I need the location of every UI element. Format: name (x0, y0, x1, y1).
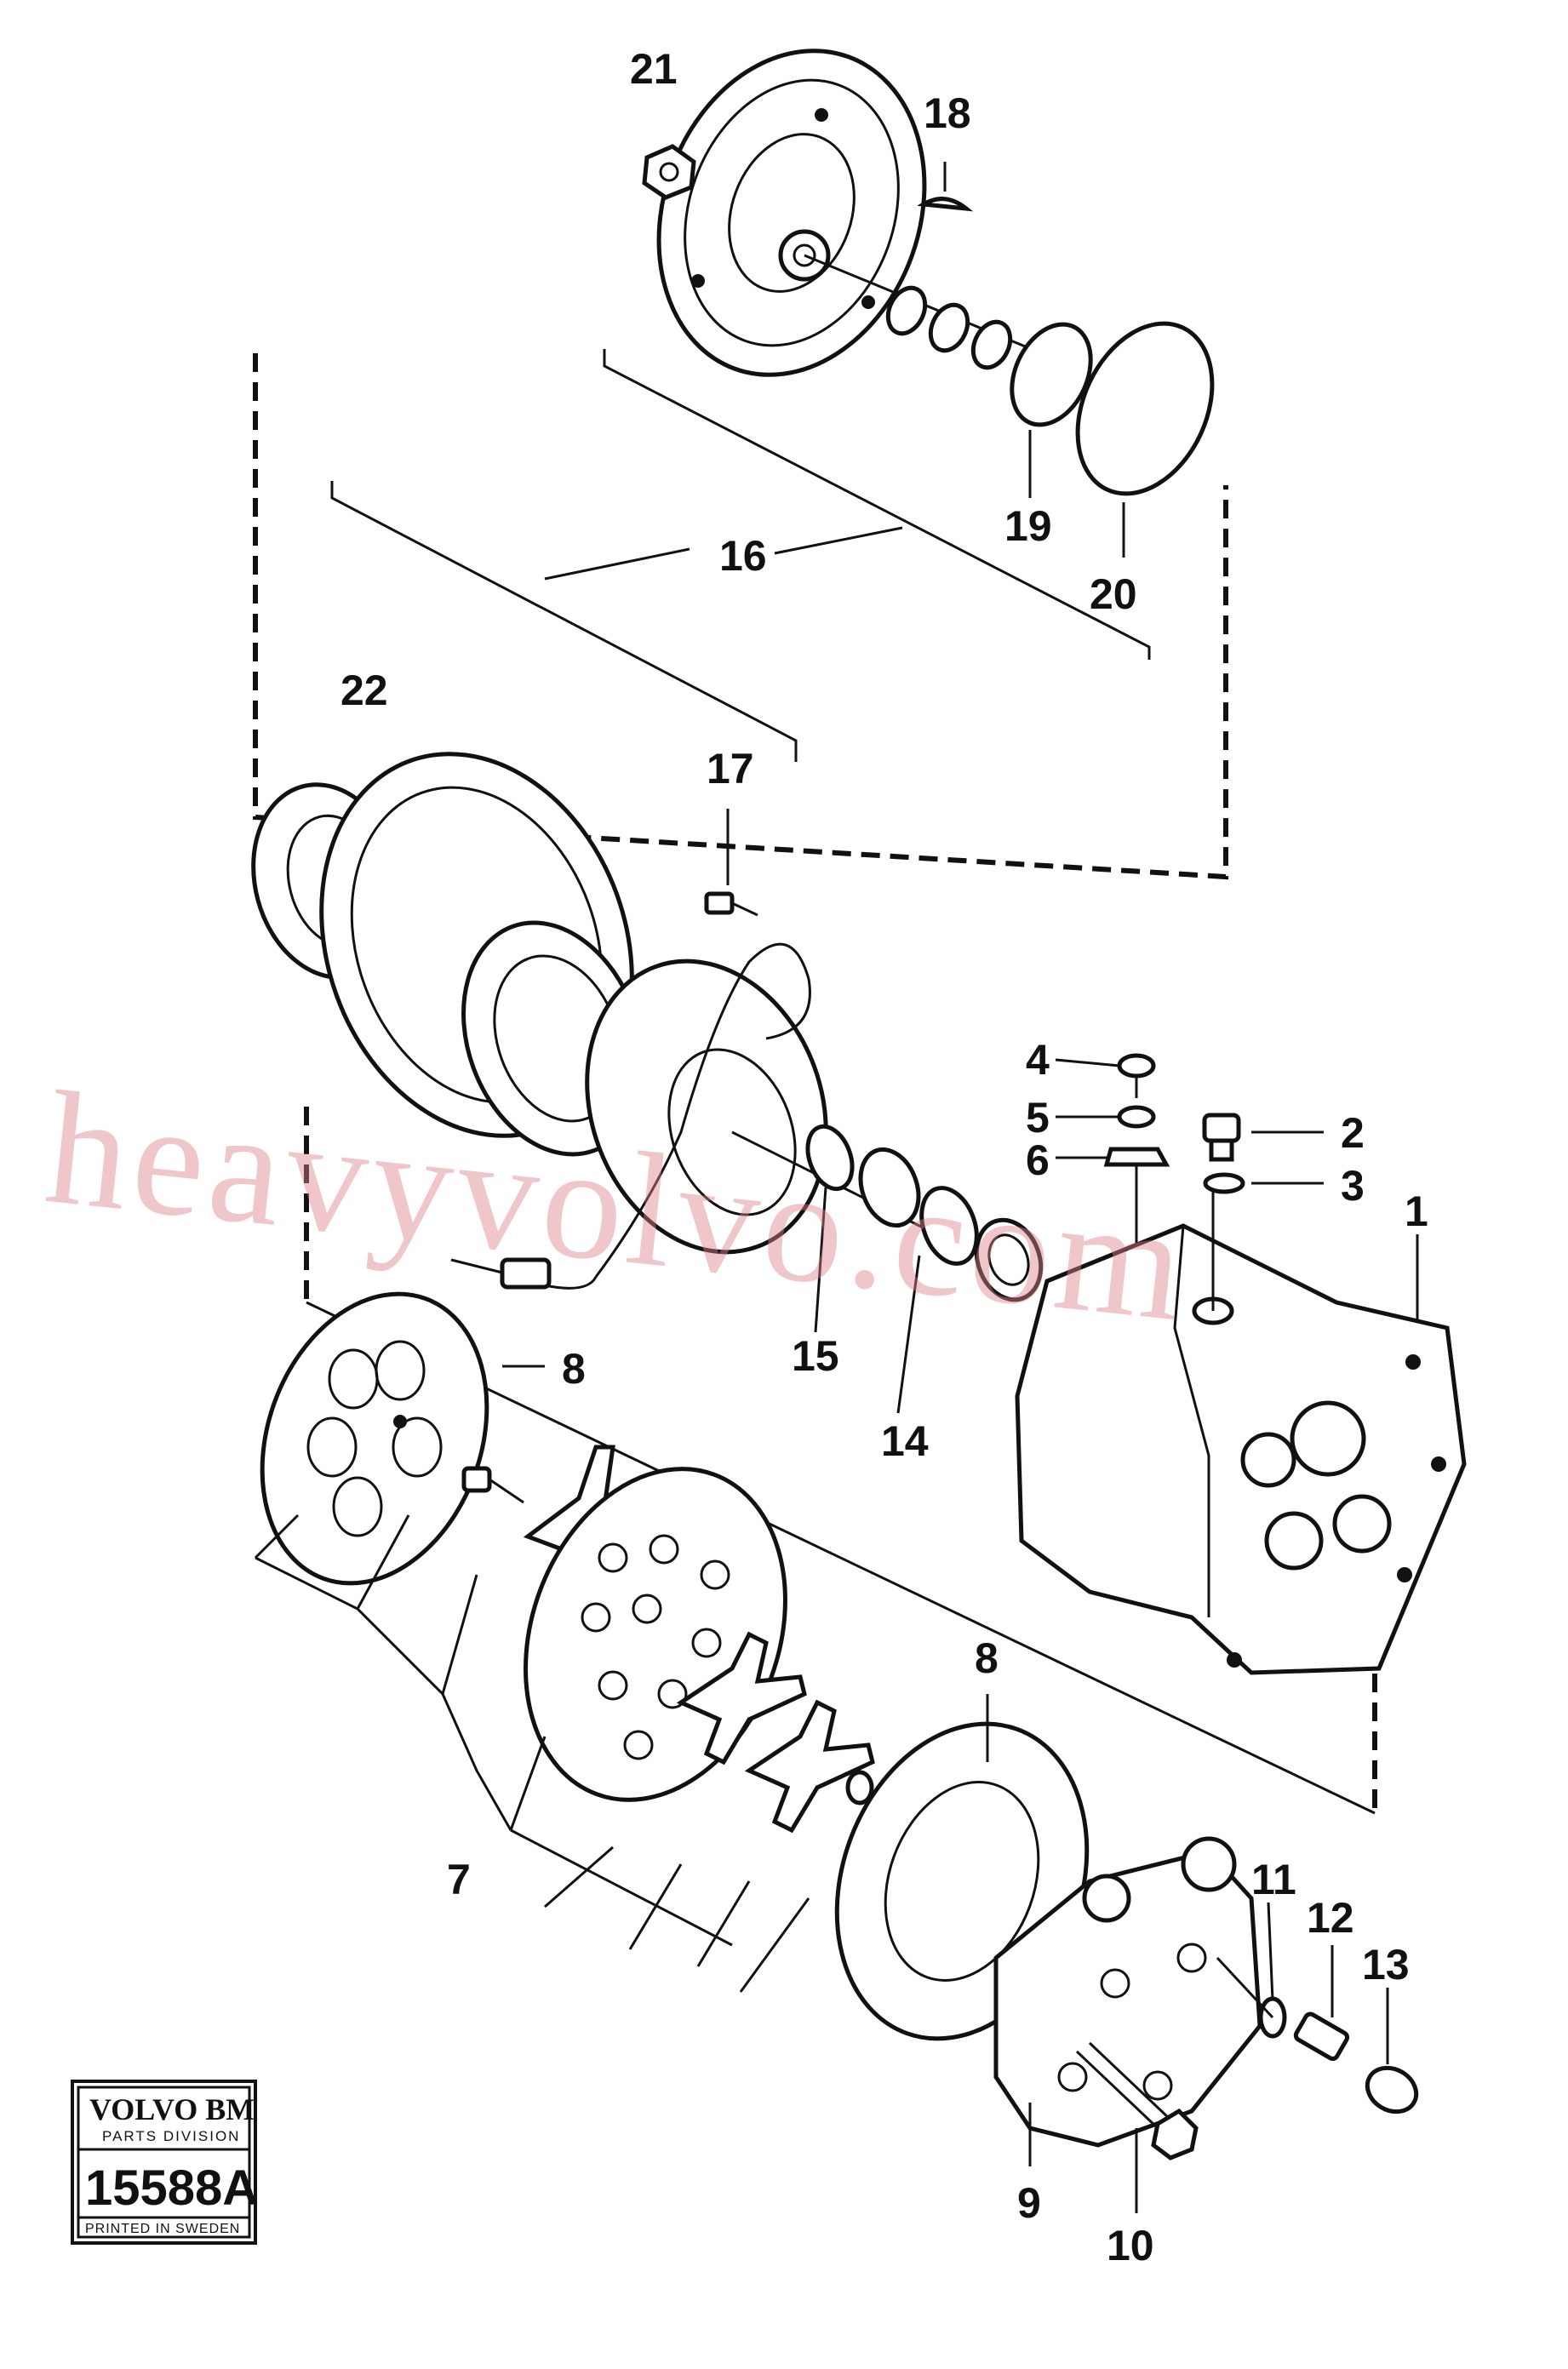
callout-8-upper: 8 (562, 1345, 586, 1393)
cylinder-head-9 (993, 1836, 1262, 2148)
cap-13 (1365, 2065, 1419, 2114)
compressor-body-1 (1015, 1192, 1467, 1675)
callout-15: 15 (792, 1332, 839, 1380)
callout-10: 10 (1107, 2222, 1154, 2269)
callout-6: 6 (1026, 1136, 1050, 1184)
o-ring-11 (1216, 1956, 1287, 2039)
callout-2: 2 (1341, 1109, 1365, 1157)
stamp-number: 15588A (85, 2160, 258, 2216)
key-18 (917, 197, 974, 212)
callout-19: 19 (1004, 502, 1052, 550)
callout-labels: 21 18 19 20 16 22 17 4 5 6 2 3 1 15 14 8… (340, 45, 1428, 2269)
callout-13: 13 (1362, 1941, 1410, 1988)
washer-5 (1117, 1105, 1156, 1129)
callout-3: 3 (1341, 1162, 1365, 1210)
callout-18: 18 (924, 89, 971, 137)
callout-4: 4 (1026, 1036, 1050, 1084)
callout-16: 16 (719, 532, 767, 580)
wire-connector (450, 1257, 552, 1290)
callout-22: 22 (340, 667, 388, 714)
snap-ring-20 (1075, 321, 1215, 496)
bracket-16 (330, 349, 1151, 762)
callout-20: 20 (1090, 570, 1137, 618)
gasket-8-upper (260, 1291, 489, 1586)
callout-17: 17 (707, 745, 754, 793)
volvo-bm-stamp: VOLVO BM PARTS DIVISION 15588A PRINTED I… (71, 2080, 258, 2245)
callout-1: 1 (1405, 1187, 1428, 1235)
callout-21: 21 (630, 45, 678, 93)
pulley-22 (251, 752, 645, 1157)
stamp-printed: PRINTED IN SWEDEN (85, 2222, 240, 2236)
callout-5: 5 (1026, 1094, 1050, 1142)
stamp-brand: VOLVO BM (89, 2092, 255, 2126)
o-ring-3 (1203, 1172, 1245, 1194)
callout-9: 9 (1017, 2179, 1041, 2227)
snap-ring-19 (1010, 322, 1093, 427)
bolt-upper (461, 1466, 524, 1504)
ring-15 (805, 1124, 855, 1192)
plug-2 (1202, 1113, 1241, 1162)
bolt-10 (1075, 2041, 1199, 2160)
callout-7: 7 (447, 1856, 471, 1903)
callout-leaders (502, 162, 1419, 2213)
callout-14: 14 (881, 1417, 929, 1465)
clamp-6 (1103, 1147, 1170, 1243)
nut-21 (642, 144, 696, 200)
valve-12 (1293, 2011, 1350, 2062)
callout-8-lower: 8 (975, 1634, 999, 1682)
stamp-division: PARTS DIVISION (102, 2128, 240, 2144)
shims (885, 285, 1013, 370)
callout-11: 11 (1251, 1856, 1296, 1903)
screw-17 (704, 891, 758, 917)
leader-lines-7 (254, 1514, 810, 1993)
seal-14 (858, 1147, 1044, 1302)
callout-12: 12 (1307, 1894, 1354, 1942)
screw-4 (1117, 1053, 1156, 1098)
reed-valve-lower (676, 1631, 875, 1834)
